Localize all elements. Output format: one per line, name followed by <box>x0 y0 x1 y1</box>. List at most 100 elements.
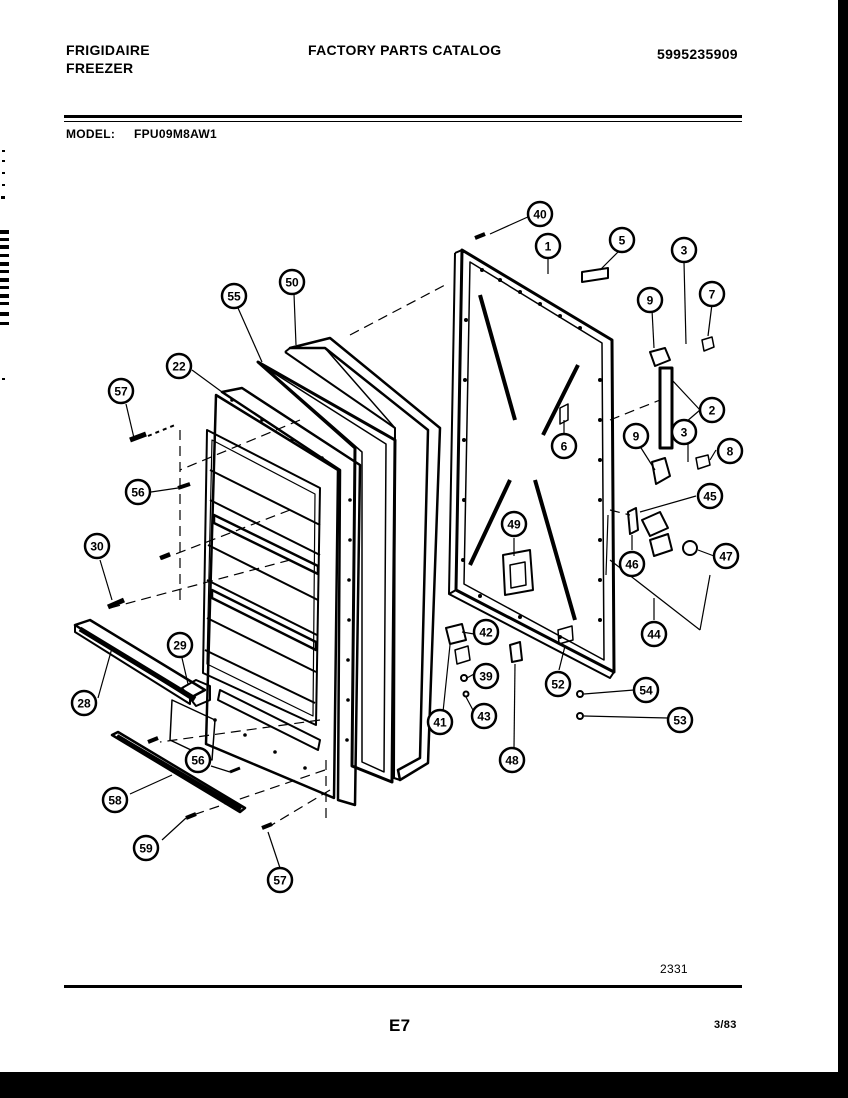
callout-circle <box>278 268 306 296</box>
callout-3: 3 <box>670 418 698 446</box>
screw-39 <box>460 674 468 682</box>
callout-29: 29 <box>166 631 194 659</box>
footer-rule <box>64 985 742 988</box>
bottom-strip <box>110 730 247 814</box>
callout-circle <box>101 786 129 814</box>
bottom-strip-edge <box>115 734 243 811</box>
callout-circle <box>670 236 698 264</box>
callout-48: 48 <box>498 746 526 774</box>
callout-number: 44 <box>647 628 661 642</box>
hinge-washer <box>454 645 471 665</box>
callout-number: 40 <box>533 208 547 222</box>
callout-57: 57 <box>266 866 294 894</box>
callout-30: 30 <box>83 532 111 560</box>
callout-59: 59 <box>132 834 160 862</box>
clip-30 <box>106 597 126 610</box>
callout-circle <box>165 352 193 380</box>
callout-circle <box>716 437 744 465</box>
margin-registration-marks <box>0 150 9 380</box>
callout-number: 6 <box>561 440 568 454</box>
callout-9: 9 <box>622 422 650 450</box>
callout-number: 3 <box>681 244 688 258</box>
callout-circle <box>498 746 526 774</box>
callout-number: 7 <box>709 288 716 302</box>
callout-42: 42 <box>472 618 500 646</box>
door-handle-trim <box>73 618 211 707</box>
callout-number: 30 <box>90 540 104 554</box>
callout-circle <box>470 702 498 730</box>
callout-circle <box>712 542 740 570</box>
stop-block-lower <box>651 457 671 485</box>
header-rule-thin <box>64 121 742 122</box>
callout-56: 56 <box>184 746 212 774</box>
drawing-number: 2331 <box>660 962 688 976</box>
callout-49: 49 <box>500 510 528 538</box>
callout-number: 1 <box>545 240 552 254</box>
lock-cylinder <box>641 511 669 537</box>
callout-circle <box>550 432 578 460</box>
callout-number: 9 <box>647 294 654 308</box>
page-code: E7 <box>389 1016 411 1035</box>
model-label: MODEL: <box>66 127 116 141</box>
callout-6: 6 <box>550 432 578 460</box>
header-rule-top <box>64 115 742 118</box>
callout-52: 52 <box>544 670 572 698</box>
callout-number: 46 <box>625 558 639 572</box>
catalog-title: FACTORY PARTS CATALOG <box>308 42 502 58</box>
exploded-parts-diagram: 4015379238964546474449423943414852545350… <box>70 200 744 894</box>
callout-8: 8 <box>716 437 744 465</box>
callout-number: 53 <box>673 714 687 728</box>
callout-circle <box>544 670 572 698</box>
callout-number: 39 <box>479 670 493 684</box>
callout-number: 56 <box>191 754 205 768</box>
catalog-sheet: FRIGIDAIRE FREEZER FACTORY PARTS CATALOG… <box>0 0 838 1072</box>
screw-57-lower <box>261 822 273 830</box>
callout-number: 57 <box>114 385 128 399</box>
catalog-number: 5995235909 <box>657 46 738 62</box>
callout-9: 9 <box>636 286 664 314</box>
callout-leaders <box>97 215 717 869</box>
callout-number: 49 <box>507 518 521 532</box>
callout-circle <box>640 620 668 648</box>
callout-number: 41 <box>433 716 447 730</box>
screw-40 <box>474 232 486 240</box>
callout-number: 50 <box>285 276 299 290</box>
callout-number: 43 <box>477 710 491 724</box>
door-gasket <box>256 360 397 784</box>
lock-bracket <box>627 507 639 535</box>
small-cap-upper <box>701 336 715 352</box>
callout-3: 3 <box>670 236 698 264</box>
callout-45: 45 <box>696 482 724 510</box>
callout-circle <box>696 482 724 510</box>
callout-circle <box>608 226 636 254</box>
callout-number: 57 <box>273 874 287 888</box>
callout-number: 48 <box>505 754 519 768</box>
stop-block-upper <box>649 347 671 367</box>
callout-1: 1 <box>534 232 562 260</box>
callout-number: 3 <box>681 426 688 440</box>
callout-circle <box>220 282 248 310</box>
callout-circle <box>622 422 650 450</box>
callout-44: 44 <box>640 620 668 648</box>
callout-circle <box>526 200 554 228</box>
model-value: FPU09M8AW1 <box>134 127 218 141</box>
callout-circle <box>618 550 646 578</box>
callout-circle <box>666 706 694 734</box>
callout-number: 9 <box>633 430 640 444</box>
callout-2: 2 <box>698 396 726 424</box>
small-cap-lower <box>695 454 711 470</box>
screw-53 <box>576 712 584 720</box>
screw-57-upper <box>129 431 147 443</box>
callout-circle <box>670 418 698 446</box>
lower-bracket <box>169 699 216 761</box>
callout-number: 47 <box>719 550 733 564</box>
callout-41: 41 <box>426 708 454 736</box>
callout-circle <box>472 662 500 690</box>
callout-28: 28 <box>70 689 98 717</box>
screw-43 <box>462 690 470 698</box>
screw-56-lower <box>229 766 241 774</box>
callout-56: 56 <box>124 478 152 506</box>
callout-number: 8 <box>727 445 734 459</box>
callout-40: 40 <box>526 200 554 228</box>
callout-number: 45 <box>703 490 717 504</box>
